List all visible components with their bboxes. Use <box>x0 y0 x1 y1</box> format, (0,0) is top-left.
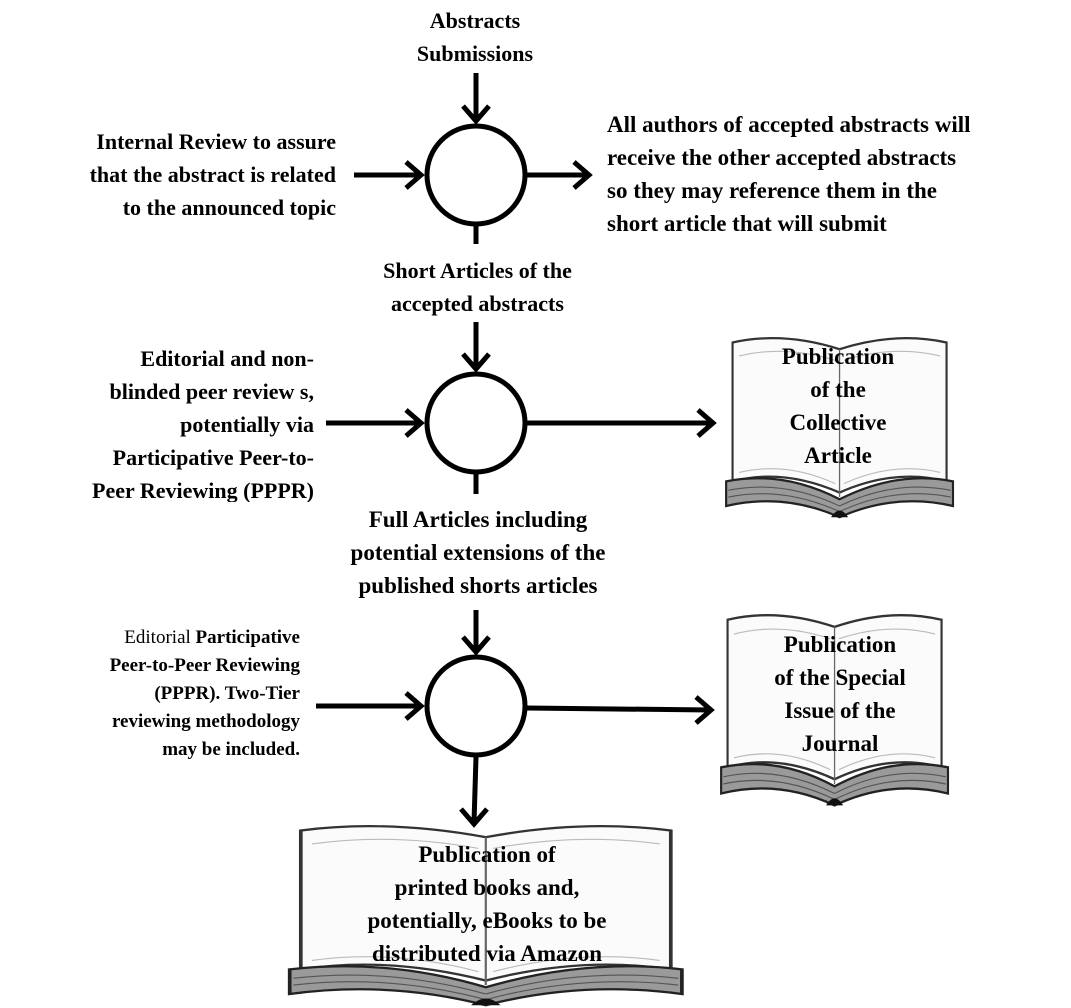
label-line: Article <box>804 443 872 468</box>
label-line: blinded peer review s, <box>109 379 314 404</box>
label-line: short article that will submit <box>607 211 887 236</box>
label-line: Publication <box>783 632 897 657</box>
label-full-articles: Full Articles including potential extens… <box>318 503 638 602</box>
label-editorial-normal: Editorial <box>124 627 191 648</box>
label-participative: Participative <box>195 627 300 648</box>
process-circle-1 <box>424 123 528 227</box>
label-line: Issue of the <box>784 698 896 723</box>
label-line: may be included. <box>162 739 300 760</box>
label-line: accepted abstracts <box>391 291 564 316</box>
arrow-out-right-3 <box>526 705 711 713</box>
label-editorial-review: Editorial and non- blinded peer review s… <box>4 342 314 502</box>
label-printed-books: Publication of printed books and, potent… <box>322 838 652 970</box>
label-line: distributed via Amazon <box>371 941 603 966</box>
label-line: All authors of accepted abstracts will <box>607 112 971 137</box>
label-line: Collective <box>789 410 887 435</box>
label-accepted-abstracts-note: All authors of accepted abstracts will r… <box>607 108 1067 240</box>
process-circle-2 <box>424 371 528 475</box>
label-line: so they may reference them in the <box>607 178 938 203</box>
label-line: Publication <box>781 344 895 369</box>
label-line: of the <box>810 377 866 402</box>
label-line: Participative Peer-to- <box>112 445 314 470</box>
label-line: Publication of <box>418 842 556 867</box>
label-collective-article: Publication of the Collective Article <box>748 340 928 472</box>
label-line: Short Articles of the <box>383 258 572 283</box>
label-line: Submissions <box>416 41 534 66</box>
label-line: potentially via <box>180 412 314 437</box>
label-line: to the announced topic <box>122 195 336 220</box>
label-line: Abstracts <box>429 8 521 33</box>
arrow-down-4 <box>471 756 479 824</box>
label-line: printed books and, <box>394 875 580 900</box>
label-line: Full Articles including <box>368 507 588 532</box>
label-line: Editorial and non- <box>140 346 314 371</box>
label-line: potential extensions of the <box>350 540 606 565</box>
label-line: potentially, eBooks to be <box>367 908 607 933</box>
label-pppr-review: Editorial Participative Peer-to-Peer Rev… <box>20 624 300 764</box>
label-line: Peer-to-Peer Reviewing <box>109 655 300 676</box>
label-line: Internal Review to assure <box>96 129 336 154</box>
label-line: Peer Reviewing (PPPR) <box>92 478 314 502</box>
process-circle-3 <box>424 654 528 758</box>
label-special-issue: Publication of the Special Issue of the … <box>745 628 935 760</box>
label-line: of the Special <box>774 665 906 690</box>
label-abstracts-submissions: Abstracts Submissions <box>390 4 560 70</box>
label-internal-review: Internal Review to assure that the abstr… <box>4 125 336 224</box>
label-line: (PPPR). Two-Tier <box>154 683 300 704</box>
label-line: that the abstract is related <box>89 162 336 187</box>
label-line: Journal <box>801 731 879 756</box>
label-line: Editorial Participative <box>20 624 300 652</box>
label-line: receive the other accepted abstracts <box>607 145 957 170</box>
label-line: reviewing methodology <box>111 711 300 732</box>
label-line: published shorts articles <box>358 573 598 598</box>
label-short-articles: Short Articles of the accepted abstracts <box>330 254 625 320</box>
